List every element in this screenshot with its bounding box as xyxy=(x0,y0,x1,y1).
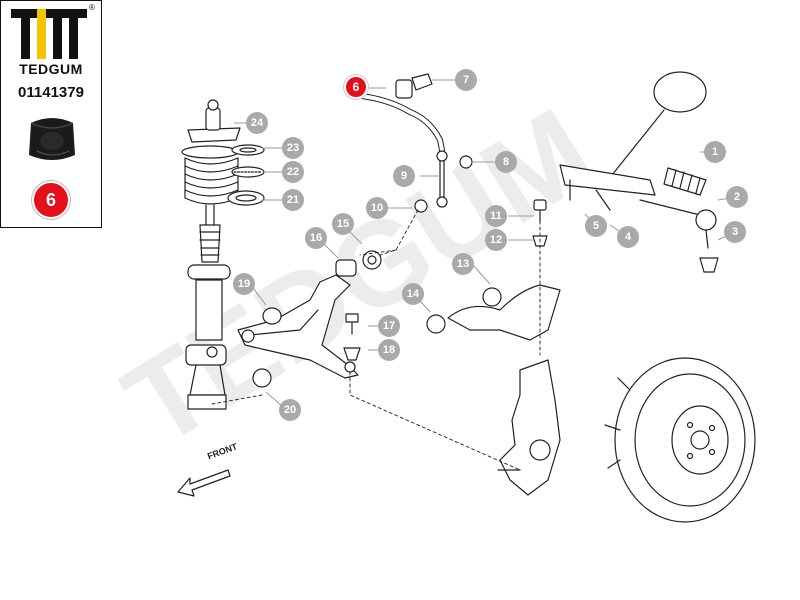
registered-mark: ® xyxy=(89,3,95,12)
brand-name: TEDGUM xyxy=(19,61,83,77)
callout-22: 22 xyxy=(282,161,304,183)
highlight-badge: 6 xyxy=(32,181,70,219)
front-arrow-icon xyxy=(177,469,231,497)
brand-panel: ® TEDGUM 01141379 6 xyxy=(0,0,102,228)
callout-1: 1 xyxy=(704,141,726,163)
callout-6: 6 xyxy=(344,75,368,99)
callout-24: 24 xyxy=(246,112,268,134)
callout-2: 2 xyxy=(726,186,748,208)
callout-20: 20 xyxy=(279,399,301,421)
callout-19: 19 xyxy=(233,273,255,295)
callout-15: 15 xyxy=(332,213,354,235)
callout-7: 7 xyxy=(455,69,477,91)
callout-10: 10 xyxy=(366,197,388,219)
tedgum-logo xyxy=(11,9,87,59)
strut-assembly xyxy=(181,99,241,410)
stabilizer-link xyxy=(414,150,473,213)
upper-control-arm xyxy=(426,284,561,341)
callout-9: 9 xyxy=(393,165,415,187)
callout-18: 18 xyxy=(378,339,400,361)
callout-21: 21 xyxy=(282,189,304,211)
steering-knuckle xyxy=(497,359,561,496)
callout-3: 3 xyxy=(724,221,746,243)
ball-joint-17-18 xyxy=(343,313,361,361)
bushing-photo xyxy=(29,118,75,160)
steering-assembly xyxy=(559,71,719,273)
callout-13: 13 xyxy=(452,253,474,275)
callout-8: 8 xyxy=(495,151,517,173)
bushing-19 xyxy=(262,307,282,325)
stabilizer-bar xyxy=(359,73,445,153)
callout-17: 17 xyxy=(378,315,400,337)
callout-23: 23 xyxy=(282,137,304,159)
callout-12: 12 xyxy=(485,229,507,251)
callout-11: 11 xyxy=(485,205,507,227)
assembly-lines xyxy=(211,209,541,471)
wheel xyxy=(604,357,756,523)
callout-16: 16 xyxy=(305,227,327,249)
part-number: 01141379 xyxy=(18,84,84,101)
callout-5: 5 xyxy=(585,215,607,237)
callout-4: 4 xyxy=(617,226,639,248)
bushing-15-16 xyxy=(335,250,382,277)
callout-14: 14 xyxy=(402,283,424,305)
bushing-20 xyxy=(252,368,272,388)
lower-control-arm xyxy=(237,274,359,379)
